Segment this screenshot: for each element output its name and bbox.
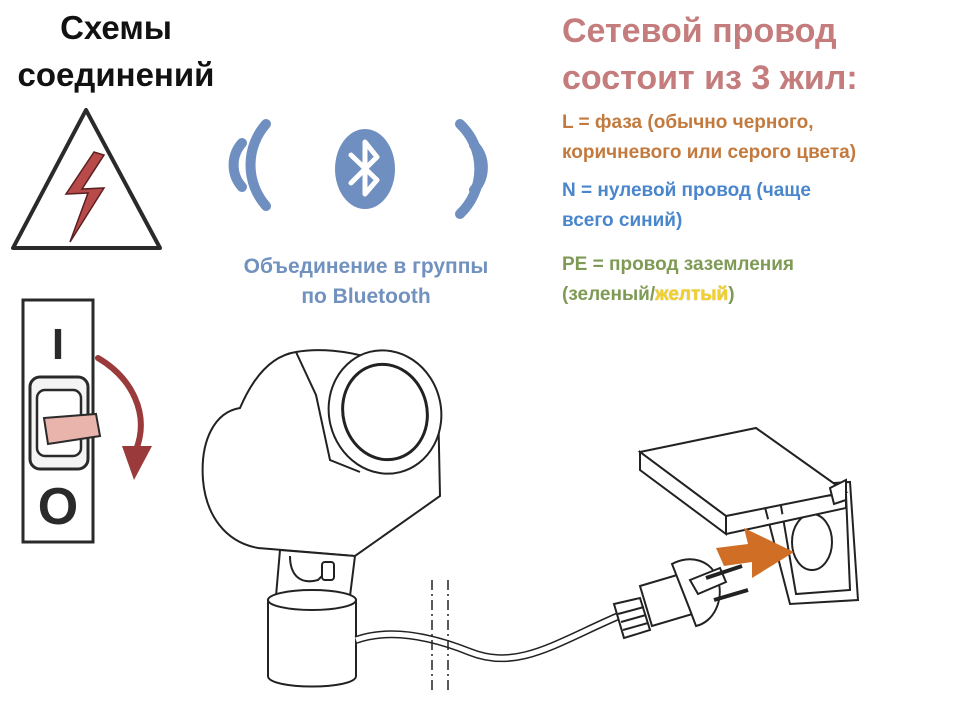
wires-heading: Сетевой провод состоит из 3 жил: (562, 8, 952, 102)
wires-heading-line-2: состоит из 3 жил: (562, 59, 858, 97)
neutral-wire-description: N = нулевой провод (чаще всего синий) (562, 176, 952, 236)
earth-line-2-green: (зеленый/ (562, 284, 656, 305)
neutral-line-2: всего синий) (562, 210, 683, 231)
diagram-title: Схемы соединений (0, 4, 232, 98)
phase-wire-description: L = фаза (обычно черного, коричневого ил… (562, 108, 952, 168)
rotate-arrow-icon (95, 355, 152, 480)
bluetooth-caption-line-2: по Bluetooth (301, 285, 431, 308)
earth-line-2-yellow: желтый (655, 284, 729, 305)
earth-line-2-close: ) (728, 284, 735, 305)
bluetooth-icon (335, 129, 395, 209)
title-line-1: Схемы (60, 9, 172, 46)
phase-line-2: коричневого или серого цвета) (562, 142, 857, 163)
switch-off-label: O (38, 478, 78, 536)
wires-heading-line-1: Сетевой провод (562, 12, 837, 50)
bluetooth-caption-line-1: Объединение в группы (243, 255, 489, 278)
signal-waves-icon (228, 119, 271, 211)
lightning-bolt-icon (64, 151, 106, 243)
spotlight-lamp (201, 349, 443, 688)
title-line-2: соединений (17, 56, 215, 93)
insert-arrow-icon (716, 528, 794, 578)
earth-line-1: PE = провод заземления (562, 254, 794, 275)
earth-wire-description: PE = провод заземления (зеленый/желтый) (562, 250, 952, 310)
neutral-line-1: N = нулевой провод (чаще (562, 180, 811, 201)
power-plug (612, 558, 749, 640)
bluetooth-caption: Объединение в группы по Bluetooth (196, 252, 536, 312)
phase-line-1: L = фаза (обычно черного, (562, 112, 814, 133)
switch-on-label: I (52, 320, 64, 369)
circuit-breaker-icon: I O (21, 298, 102, 544)
earth-line-2: (зеленый/желтый) (562, 280, 952, 310)
signal-waves-icon (455, 119, 488, 219)
warning-triangle-icon (11, 108, 162, 250)
wall-outlet (637, 426, 860, 606)
power-cable (354, 580, 630, 690)
